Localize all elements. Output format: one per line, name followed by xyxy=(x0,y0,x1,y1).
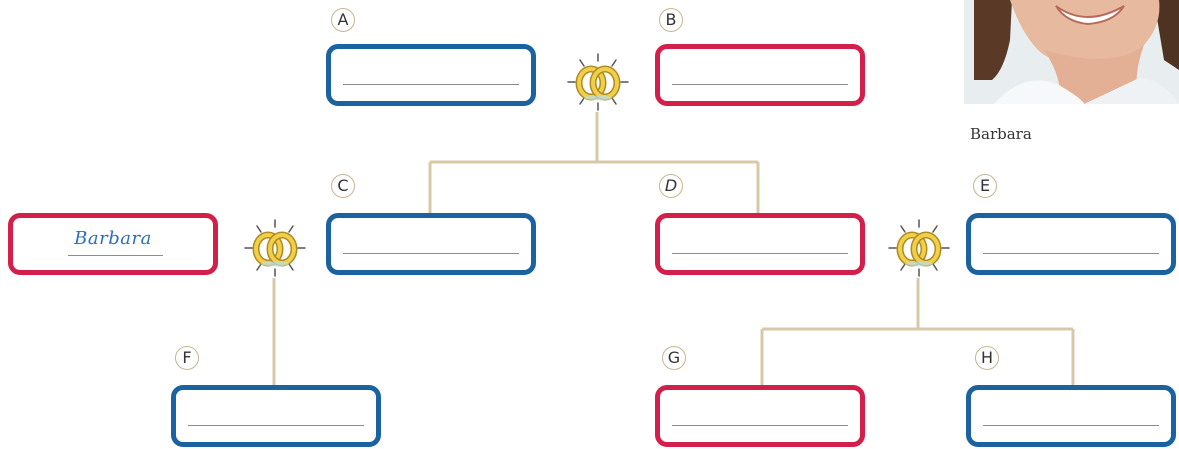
answer-line xyxy=(343,62,519,85)
label-h: H xyxy=(975,346,999,370)
answer-line xyxy=(672,403,848,426)
photo-caption: Barbara xyxy=(970,125,1032,143)
answer-line xyxy=(68,233,163,256)
filled-answer: Barbara xyxy=(74,228,152,249)
box-h[interactable] xyxy=(966,385,1176,447)
answer-line xyxy=(672,62,848,85)
answer-line xyxy=(188,403,364,426)
answer-line xyxy=(983,231,1159,254)
answer-line xyxy=(343,231,519,254)
box-c[interactable] xyxy=(326,213,536,275)
wedding-rings-icon xyxy=(567,53,629,111)
label-g: G xyxy=(662,346,686,370)
label-c: C xyxy=(331,174,355,198)
box-e[interactable] xyxy=(966,213,1176,275)
box-f[interactable] xyxy=(171,385,381,447)
label-a: A xyxy=(331,8,355,32)
box-g[interactable] xyxy=(655,385,865,447)
label-e: E xyxy=(973,174,997,198)
box-b[interactable] xyxy=(655,44,865,106)
box-d[interactable] xyxy=(655,213,865,275)
answer-line xyxy=(672,231,848,254)
wedding-rings-icon xyxy=(888,219,950,277)
label-f: F xyxy=(175,346,199,370)
label-d: D xyxy=(659,174,683,198)
answer-line xyxy=(983,403,1159,426)
barbara-photo xyxy=(964,0,1179,104)
box-a[interactable] xyxy=(326,44,536,106)
woman-smiling-photo-icon xyxy=(964,0,1179,104)
label-b: B xyxy=(659,8,683,32)
box-barbara[interactable]: Barbara xyxy=(8,213,218,275)
wedding-rings-icon xyxy=(244,219,306,277)
